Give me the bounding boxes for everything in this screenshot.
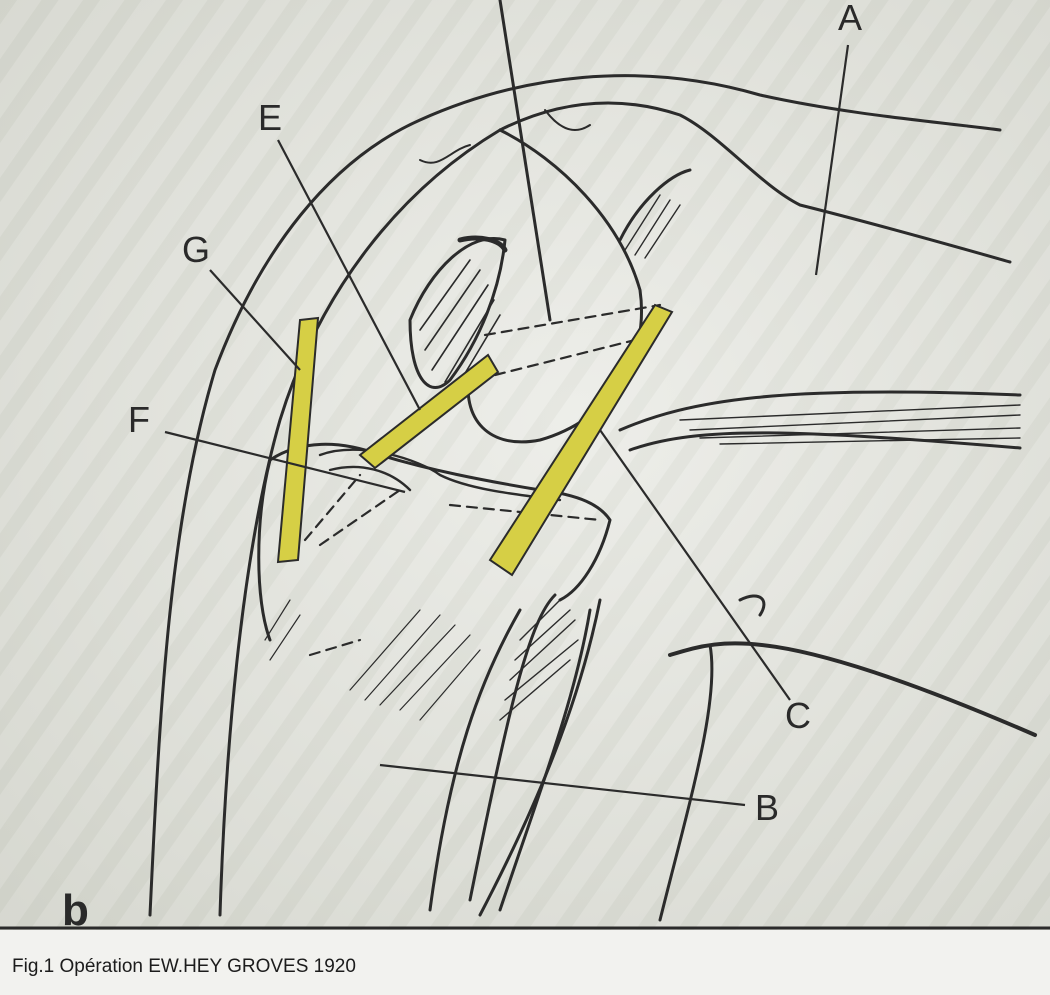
label-a: A: [838, 0, 862, 38]
label-c: C: [785, 695, 811, 736]
label-g: G: [182, 229, 210, 270]
knee-anatomy-diagram: A B C E F G b: [0, 0, 1050, 930]
label-e: E: [258, 97, 282, 138]
figure-caption: Fig.1 Opération EW.HEY GROVES 1920: [12, 956, 356, 978]
label-b: B: [755, 787, 779, 828]
panel-label: b: [62, 886, 89, 930]
label-f: F: [128, 399, 150, 440]
